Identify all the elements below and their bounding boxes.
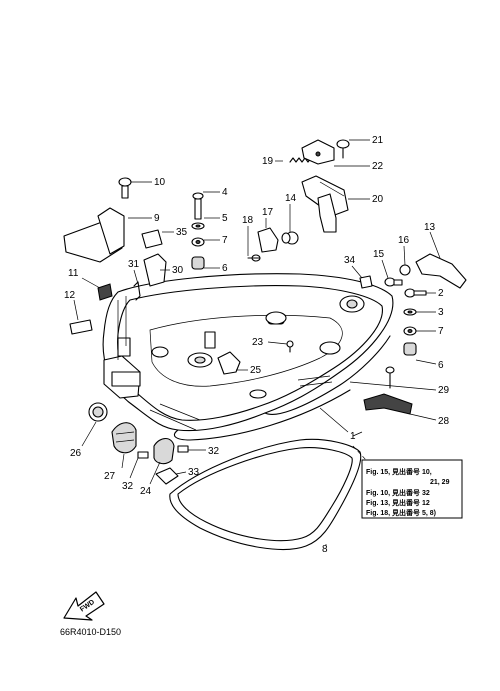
- bolt-part-4: [192, 192, 204, 220]
- lever-part-22: [301, 139, 335, 165]
- reference-box: Fig. 15, 見出番号 10, 21, 29 Fig. 10, 見出番号 3…: [352, 445, 463, 519]
- label-28: 28: [438, 416, 450, 427]
- label-31: 31: [128, 259, 140, 270]
- rubber-part-6a: [191, 256, 205, 270]
- clamp-part-17: [257, 227, 279, 253]
- label-22: 22: [372, 161, 384, 172]
- grommet-part-27: [111, 422, 137, 454]
- label-14: 14: [285, 193, 297, 204]
- reference-line-3: Fig. 10, 見出番号 32: [366, 488, 430, 497]
- label-25: 25: [250, 365, 262, 376]
- label-6-right: 6: [438, 360, 444, 371]
- bolt-part-15: [384, 277, 403, 287]
- washer-part-3: [403, 308, 417, 316]
- label-8: 8: [322, 544, 328, 555]
- block-part-12: [69, 319, 93, 335]
- rubber-part-6b: [403, 342, 417, 356]
- label-34: 34: [344, 255, 356, 266]
- cap-part-14: [281, 231, 299, 245]
- plug-part-26: [88, 402, 108, 422]
- spring-part-19: [289, 157, 312, 163]
- grommet-part-25: [217, 351, 241, 375]
- bracket-part-9: [63, 207, 125, 263]
- label-27: 27: [104, 471, 116, 482]
- label-9: 9: [154, 213, 160, 224]
- label-20: 20: [372, 194, 384, 205]
- label-23: 23: [252, 337, 264, 348]
- part-number-labels: 21 19 22 10 4 20 9 17 14 13 5 18 35 7 16…: [64, 135, 450, 555]
- label-24: 24: [140, 486, 152, 497]
- label-2: 2: [438, 288, 444, 299]
- bracket-part-28: [363, 393, 413, 415]
- label-7-right: 7: [438, 326, 444, 337]
- label-16: 16: [398, 235, 410, 246]
- label-30: 30: [172, 265, 184, 276]
- clip-part-31: [133, 281, 141, 301]
- grommet-part-7a: [191, 237, 205, 247]
- bottom-cowling-part: [102, 273, 394, 441]
- label-32-right: 32: [208, 446, 220, 457]
- label-13: 13: [424, 222, 436, 233]
- label-12: 12: [64, 290, 76, 301]
- label-32-left: 32: [122, 481, 134, 492]
- label-7-upper: 7: [222, 235, 228, 246]
- grommet-part-24: [153, 437, 175, 465]
- leader-lines: [73, 139, 441, 546]
- screw-part-18: [247, 254, 261, 262]
- label-33: 33: [188, 467, 200, 478]
- reference-line-5: Fig. 18, 見出番号 5, 8): [366, 508, 436, 517]
- label-11: 11: [68, 268, 79, 279]
- screw-part-21: [336, 139, 350, 159]
- label-6-upper: 6: [222, 263, 228, 274]
- label-19: 19: [262, 156, 274, 167]
- label-21: 21: [372, 135, 384, 146]
- washer-part-5: [191, 222, 205, 230]
- plate-part-34: [359, 275, 373, 289]
- gasket-part: [169, 438, 362, 550]
- reference-line-4: Fig. 13, 見出番号 12: [366, 498, 430, 507]
- bolt-part-2: [404, 288, 427, 298]
- clip-part-32a: [137, 451, 149, 459]
- label-3: 3: [438, 307, 444, 318]
- lever-part-13: [415, 253, 467, 289]
- diagram-code: 66R4010-D150: [60, 627, 121, 637]
- label-29: 29: [438, 385, 450, 396]
- latch-part-20: [301, 175, 349, 233]
- label-15: 15: [373, 249, 385, 260]
- label-4: 4: [222, 187, 228, 198]
- label-26: 26: [70, 448, 82, 459]
- pad-part-33: [155, 467, 179, 485]
- grommet-part-7b: [403, 326, 417, 336]
- reference-line-2: 21, 29: [430, 479, 450, 486]
- label-5: 5: [222, 213, 228, 224]
- label-35: 35: [176, 227, 188, 238]
- bracket-part-30: [143, 253, 167, 287]
- block-part-11: [97, 283, 113, 301]
- reference-line-1: Fig. 15, 見出番号 10,: [366, 467, 432, 476]
- label-1: 1: [350, 431, 356, 442]
- bush-part-16: [399, 264, 411, 276]
- bolt-part-29: [385, 366, 395, 389]
- label-10: 10: [154, 177, 166, 188]
- forward-arrow-icon: FWD: [63, 591, 105, 621]
- label-17: 17: [262, 207, 274, 218]
- label-part-35: [141, 229, 163, 249]
- label-18: 18: [242, 215, 254, 226]
- bolt-part-10: [118, 177, 132, 199]
- clip-part-32b: [177, 445, 189, 453]
